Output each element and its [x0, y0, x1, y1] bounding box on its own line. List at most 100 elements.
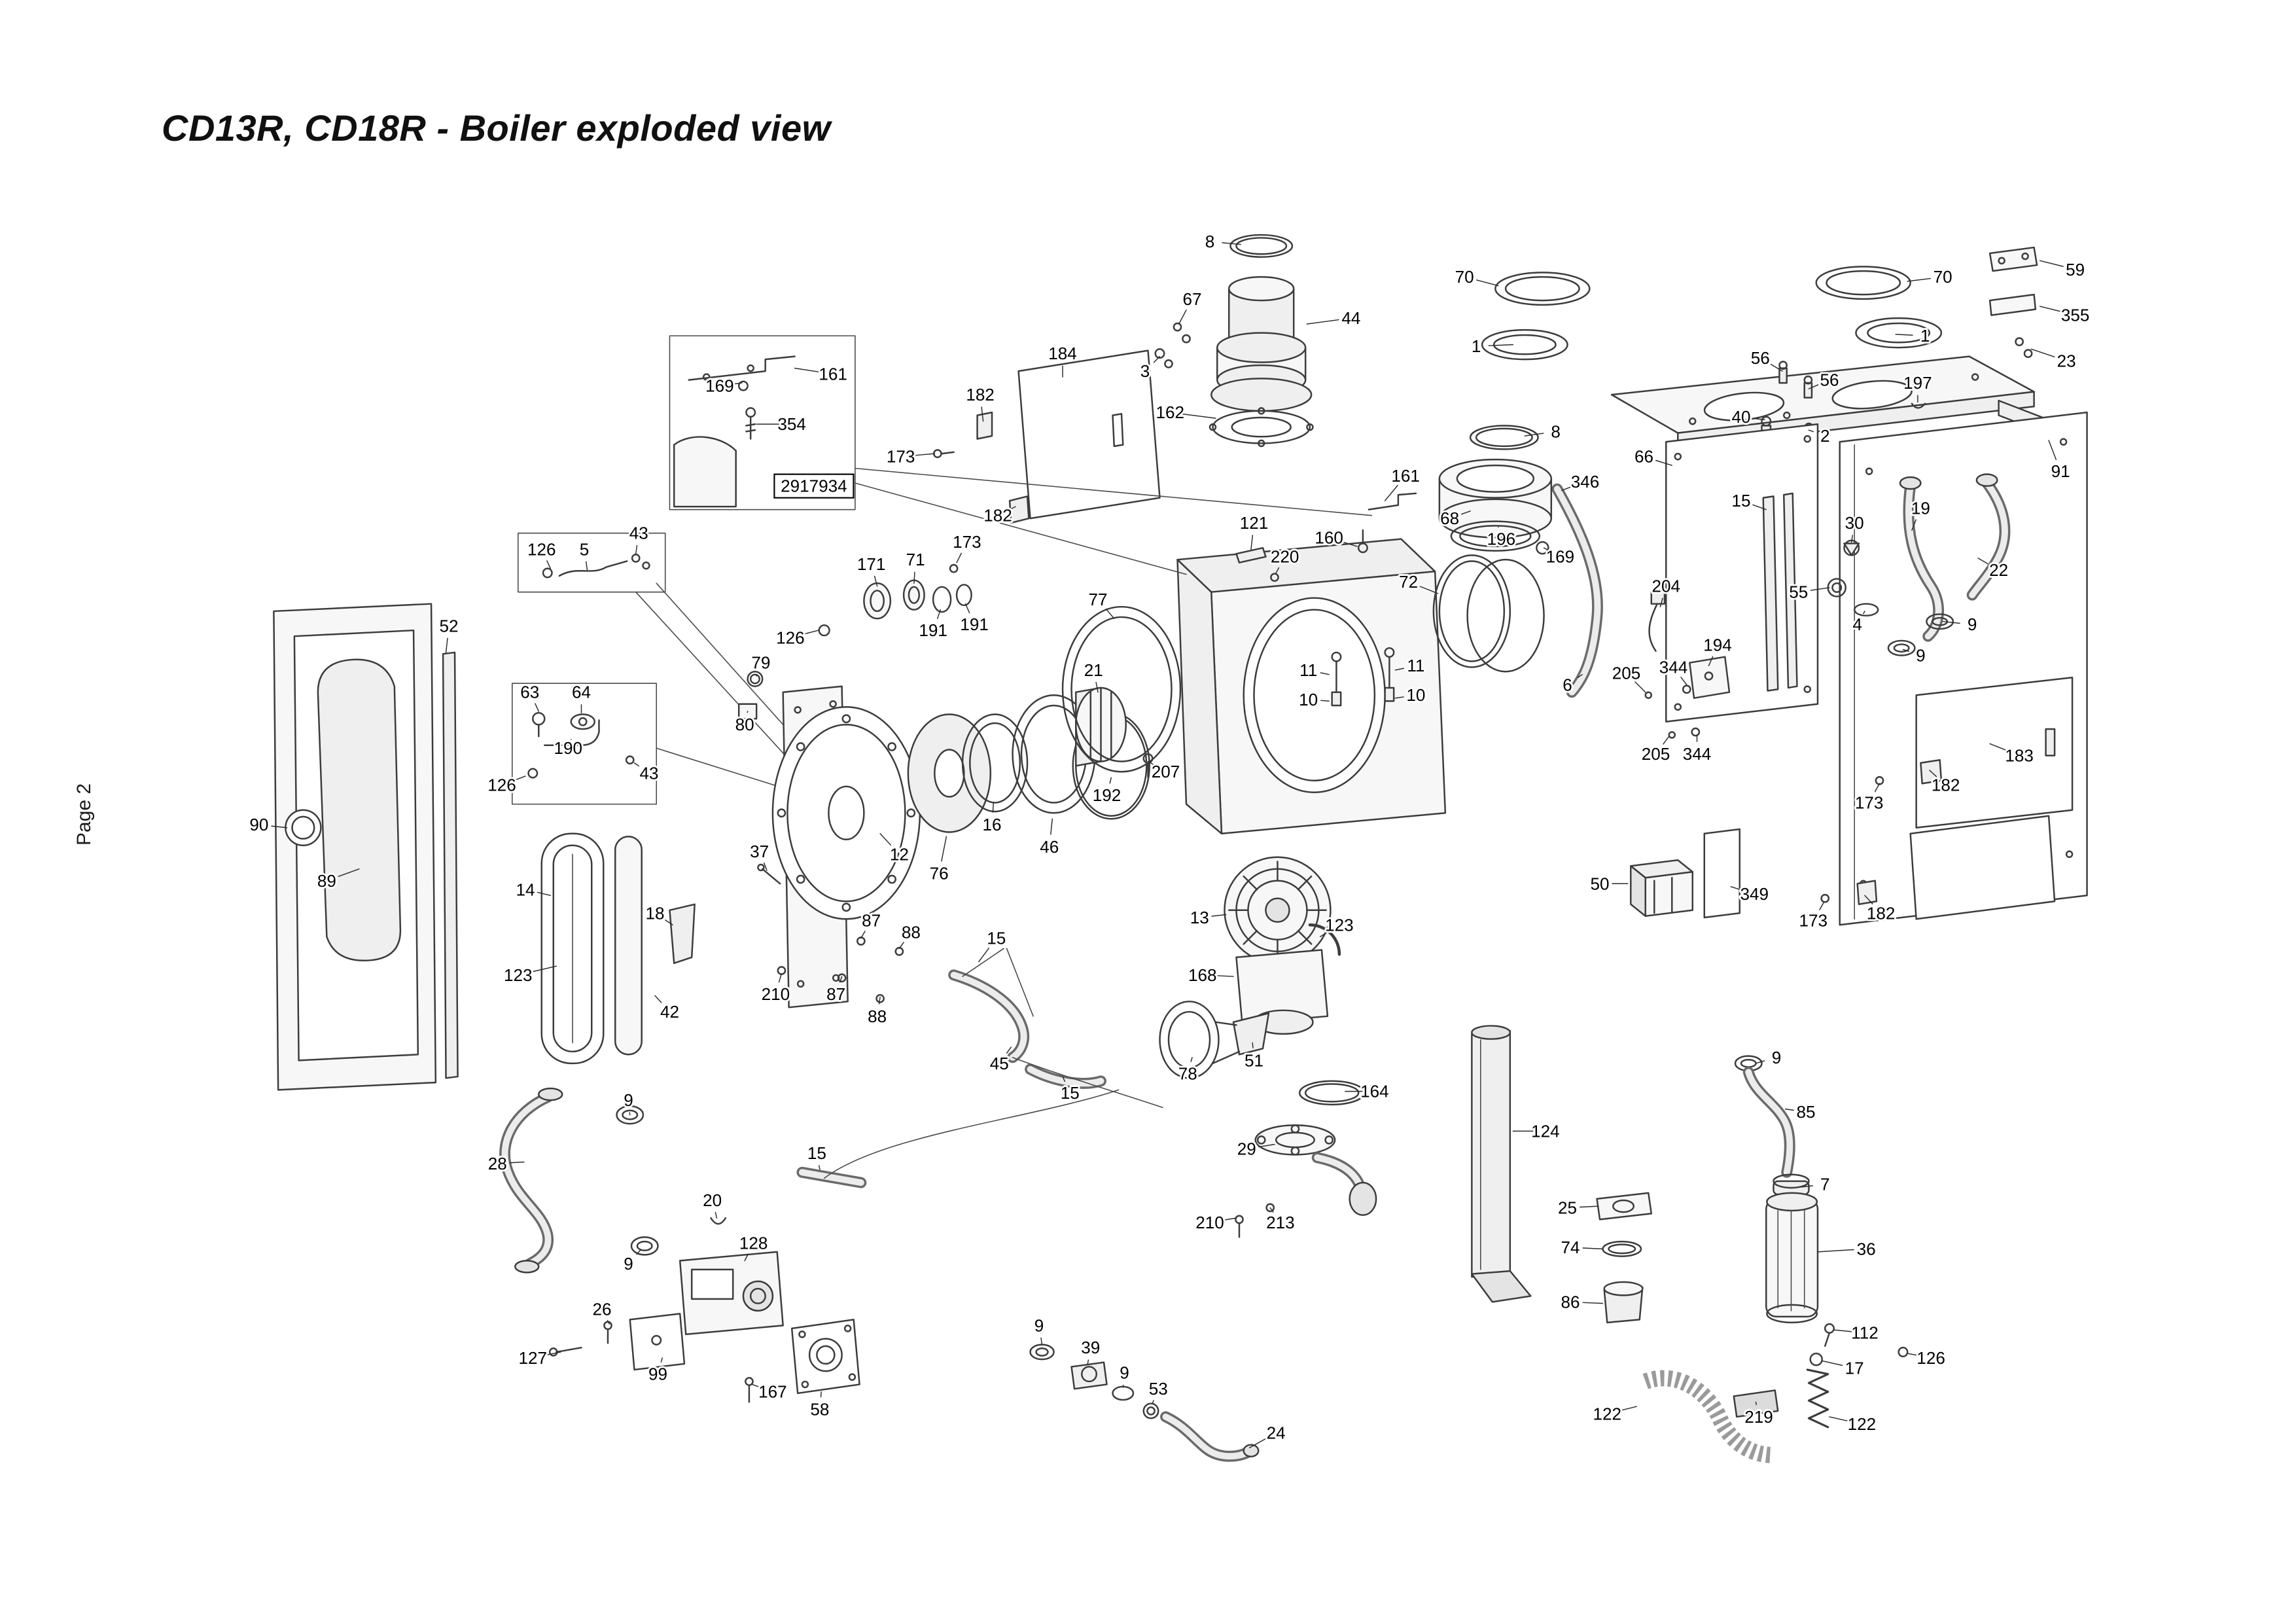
- part-callout-210: 210: [762, 984, 790, 1004]
- pump-assembly: [1159, 856, 1341, 1079]
- leader-line: [1258, 1143, 1275, 1148]
- part-callout-124: 124: [1531, 1121, 1560, 1141]
- leader-line: [756, 674, 758, 677]
- leader-line: [1269, 1207, 1274, 1213]
- part-callout-168: 168: [1188, 965, 1217, 985]
- leader-line: [1182, 413, 1216, 419]
- part-callout-25: 25: [1558, 1198, 1577, 1217]
- part-callout-59: 59: [2066, 260, 2085, 279]
- leader-line: [1524, 433, 1544, 437]
- leader-line: [1340, 541, 1358, 547]
- leader-line: [1634, 681, 1646, 693]
- part-callout-64: 64: [572, 683, 591, 702]
- part-callout-122: 122: [1593, 1404, 1622, 1423]
- leader-line: [1320, 700, 1330, 702]
- leader-line: [1895, 334, 1913, 336]
- leader-line: [1178, 309, 1187, 325]
- part-callout-191: 191: [919, 620, 947, 640]
- part-callout-9: 9: [624, 1090, 633, 1110]
- leader-line: [1784, 1108, 1794, 1111]
- heat-exchanger-door: [737, 605, 1182, 1008]
- part-callout-205: 205: [1642, 744, 1670, 764]
- leader-line: [1902, 649, 1909, 652]
- leader-line: [978, 948, 990, 963]
- part-callout-90: 90: [249, 815, 268, 834]
- leader-line: [1977, 558, 1988, 565]
- leader-line: [1147, 760, 1156, 766]
- part-callout-220: 220: [1271, 547, 1299, 567]
- part-callout-344: 344: [1659, 657, 1688, 677]
- leader-line: [839, 976, 843, 983]
- leader-line: [744, 1253, 749, 1262]
- part-callout-91: 91: [2051, 461, 2070, 481]
- leader-line: [1850, 535, 1853, 543]
- part-callout-126: 126: [1916, 1348, 1945, 1368]
- part-callout-40: 40: [1731, 407, 1750, 427]
- part-callout-18: 18: [645, 903, 664, 923]
- flexible-hoses: [777, 936, 1106, 1089]
- part-callout-9: 9: [1034, 1315, 1044, 1335]
- leader-line: [802, 630, 819, 635]
- part-callout-161: 161: [819, 365, 847, 384]
- part-callout-26: 26: [592, 1300, 611, 1319]
- sensor-bracket-group: [1644, 591, 1731, 739]
- leader-line: [1394, 668, 1404, 671]
- part-callout-204: 204: [1652, 577, 1681, 596]
- leader-line: [654, 995, 662, 1003]
- part-callout-77: 77: [1089, 590, 1108, 609]
- part-callout-42: 42: [660, 1002, 679, 1022]
- leader-line: [1942, 620, 1960, 624]
- part-callout-194: 194: [1703, 635, 1732, 655]
- front-door-panel: [273, 603, 459, 1091]
- part-callout-8: 8: [1205, 232, 1215, 251]
- part-callout-15: 15: [987, 929, 1006, 948]
- leader-line: [1864, 895, 1873, 904]
- leader-line: [1829, 1416, 1850, 1422]
- leader-line: [1833, 1329, 1853, 1332]
- drain-pipe: [1471, 1025, 1532, 1303]
- leader-line: [912, 453, 936, 456]
- part-callout-15: 15: [807, 1143, 826, 1163]
- part-callout-10: 10: [1299, 690, 1318, 709]
- leader-line: [1708, 656, 1714, 666]
- part-callout-39: 39: [1081, 1338, 1100, 1357]
- part-callout-182: 182: [1867, 903, 1896, 923]
- leader-line: [1543, 547, 1550, 552]
- leader-line: [529, 965, 557, 973]
- leader-line: [1394, 696, 1404, 699]
- part-callout-354: 354: [777, 414, 806, 434]
- leader-line: [913, 571, 915, 584]
- leader-line: [732, 382, 743, 385]
- part-callout-5: 5: [580, 539, 590, 559]
- part-callout-2917934: 2917934: [781, 476, 847, 496]
- leader-line: [1222, 242, 1241, 245]
- part-callout-173: 173: [1799, 911, 1828, 931]
- leader-line: [1319, 931, 1330, 938]
- part-callout-169: 169: [705, 376, 734, 396]
- part-callout-17: 17: [1845, 1359, 1864, 1378]
- leader-line: [1384, 485, 1398, 501]
- part-callout-51: 51: [1245, 1050, 1263, 1070]
- part-callout-30: 30: [1845, 513, 1864, 533]
- part-callout-44: 44: [1341, 308, 1360, 328]
- gas-valve-assembly: [548, 1251, 860, 1403]
- leader-line: [964, 603, 970, 614]
- leader-line: [1087, 1359, 1089, 1364]
- leader-line: [1211, 914, 1227, 917]
- part-callout-45: 45: [990, 1054, 1009, 1073]
- leader-line: [1619, 1406, 1638, 1412]
- leader-line: [1153, 355, 1161, 363]
- part-callout-86: 86: [1561, 1292, 1580, 1311]
- part-callout-87: 87: [862, 911, 881, 931]
- leader-line: [445, 637, 448, 653]
- leader-line: [1306, 319, 1339, 325]
- leader-line: [1770, 364, 1783, 372]
- leader-line: [763, 862, 768, 871]
- part-callout-52: 52: [440, 616, 459, 635]
- part-callout-66: 66: [1634, 447, 1653, 467]
- top-mounting-plate: [1481, 246, 2076, 449]
- callout-box: [773, 473, 855, 499]
- part-callout-36: 36: [1857, 1239, 1876, 1258]
